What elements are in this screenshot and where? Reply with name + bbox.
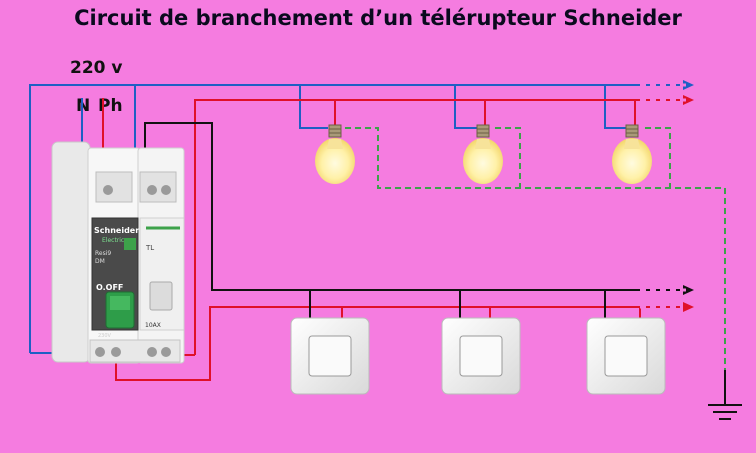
device-voltage: 230V	[98, 333, 112, 339]
phase-switch-arrow	[683, 302, 694, 312]
device-model: Resi9	[95, 250, 111, 257]
control-wire	[144, 122, 690, 320]
phase-arrow	[683, 95, 694, 105]
neutral-label: N	[76, 96, 91, 116]
voltage-label: 220 v	[70, 58, 123, 78]
control-arrow	[683, 285, 694, 295]
lamp-1	[315, 124, 355, 184]
device-rating: 10AX	[145, 322, 161, 329]
push-switch-1	[290, 317, 370, 395]
lamp-3	[612, 124, 652, 184]
ground-symbol	[708, 370, 742, 420]
schneider-module	[51, 141, 185, 364]
device-tl-label: TL	[145, 244, 154, 252]
phase-label: Ph	[98, 96, 123, 116]
neutral-arrow	[683, 80, 694, 90]
earth-wire	[345, 127, 726, 390]
device-brand-sub: Electric	[102, 237, 124, 244]
device-off-label: O.OFF	[96, 283, 123, 292]
device-type: DM	[95, 258, 105, 265]
push-switch-2	[441, 317, 521, 395]
lamp-2	[463, 124, 503, 184]
device-brand: Schneider	[94, 226, 139, 235]
diagram-title: Circuit de branchement d’un télérupteur …	[74, 6, 682, 30]
push-switch-3	[586, 317, 666, 395]
